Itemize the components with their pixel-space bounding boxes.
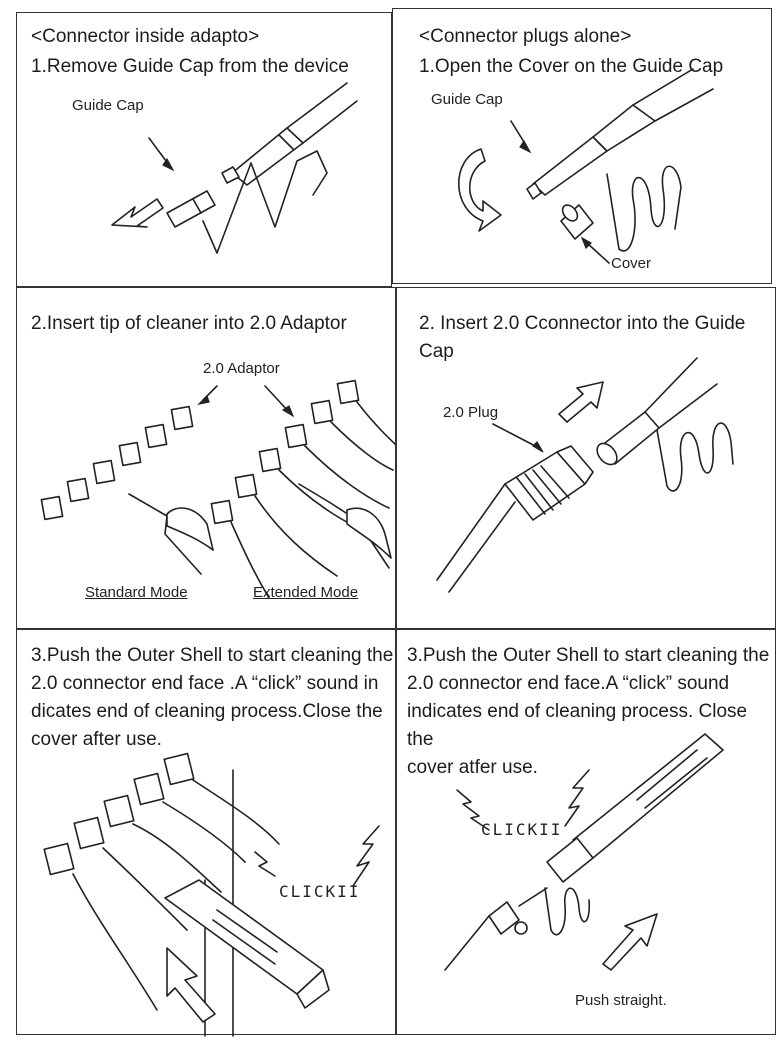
step-text: 1.Open the Cover on the Guide Cap: [419, 56, 724, 77]
panel-heading: <Connector inside adapto>: [31, 26, 260, 47]
step-text: 3.Push the Outer Shell to start cleaning…: [31, 645, 394, 750]
standard-mode-label: Standard Mode: [85, 584, 188, 601]
step-text: 1.Remove Guide Cap from the device: [31, 56, 349, 77]
adaptor-label: 2.0 Adaptor: [203, 360, 280, 377]
panel-remove-guide-cap: <Connector inside adapto> 1.Remove Guide…: [16, 12, 392, 287]
panel-open-cover: <Connector plugs alone> 1.Open the Cover…: [392, 8, 772, 284]
click-label: CLICKII: [481, 820, 563, 839]
extended-mode-label: Extended Mode: [253, 584, 359, 601]
panel-push-standard: 3.Push the Outer Shell to start cleaning…: [16, 629, 396, 1037]
panel-insert-connector: 2. Insert 2.0 Cconnector into the Guide …: [396, 287, 776, 629]
click-label: CLICKII: [279, 882, 361, 901]
panel-insert-tip: 2.Insert tip of cleaner into 2.0 Adaptor…: [16, 287, 396, 629]
guide-cap-label: Guide Cap: [72, 97, 144, 114]
cleaning-adaptors: [43, 752, 195, 876]
standard-adaptors: [40, 405, 194, 521]
push-standard-illustration: [43, 752, 380, 1037]
guide-cap-label: Guide Cap: [431, 91, 503, 108]
adaptor-modes-illustration: [40, 379, 396, 599]
panel-heading: <Connector plugs alone>: [419, 26, 632, 47]
step-text: 2. Insert 2.0 Cconnector into the Guide …: [419, 313, 746, 362]
step-text: 3.Push the Outer Shell to start cleaning…: [407, 645, 770, 778]
remove-guide-cap-illustration: [111, 82, 358, 254]
step-text: 2.Insert tip of cleaner into 2.0 Adaptor: [31, 313, 347, 334]
plug-label: 2.0 Plug: [443, 404, 499, 421]
cover-label: Cover: [611, 255, 652, 272]
panel-push-alone: 3.Push the Outer Shell to start cleaning…: [396, 629, 776, 1035]
insert-connector-illustration: [436, 357, 734, 593]
push-alone-illustration: [444, 733, 724, 971]
extended-adaptors: [210, 379, 360, 525]
open-cover-illustration: [458, 68, 714, 264]
push-straight-label: Push straight.: [575, 992, 667, 1009]
